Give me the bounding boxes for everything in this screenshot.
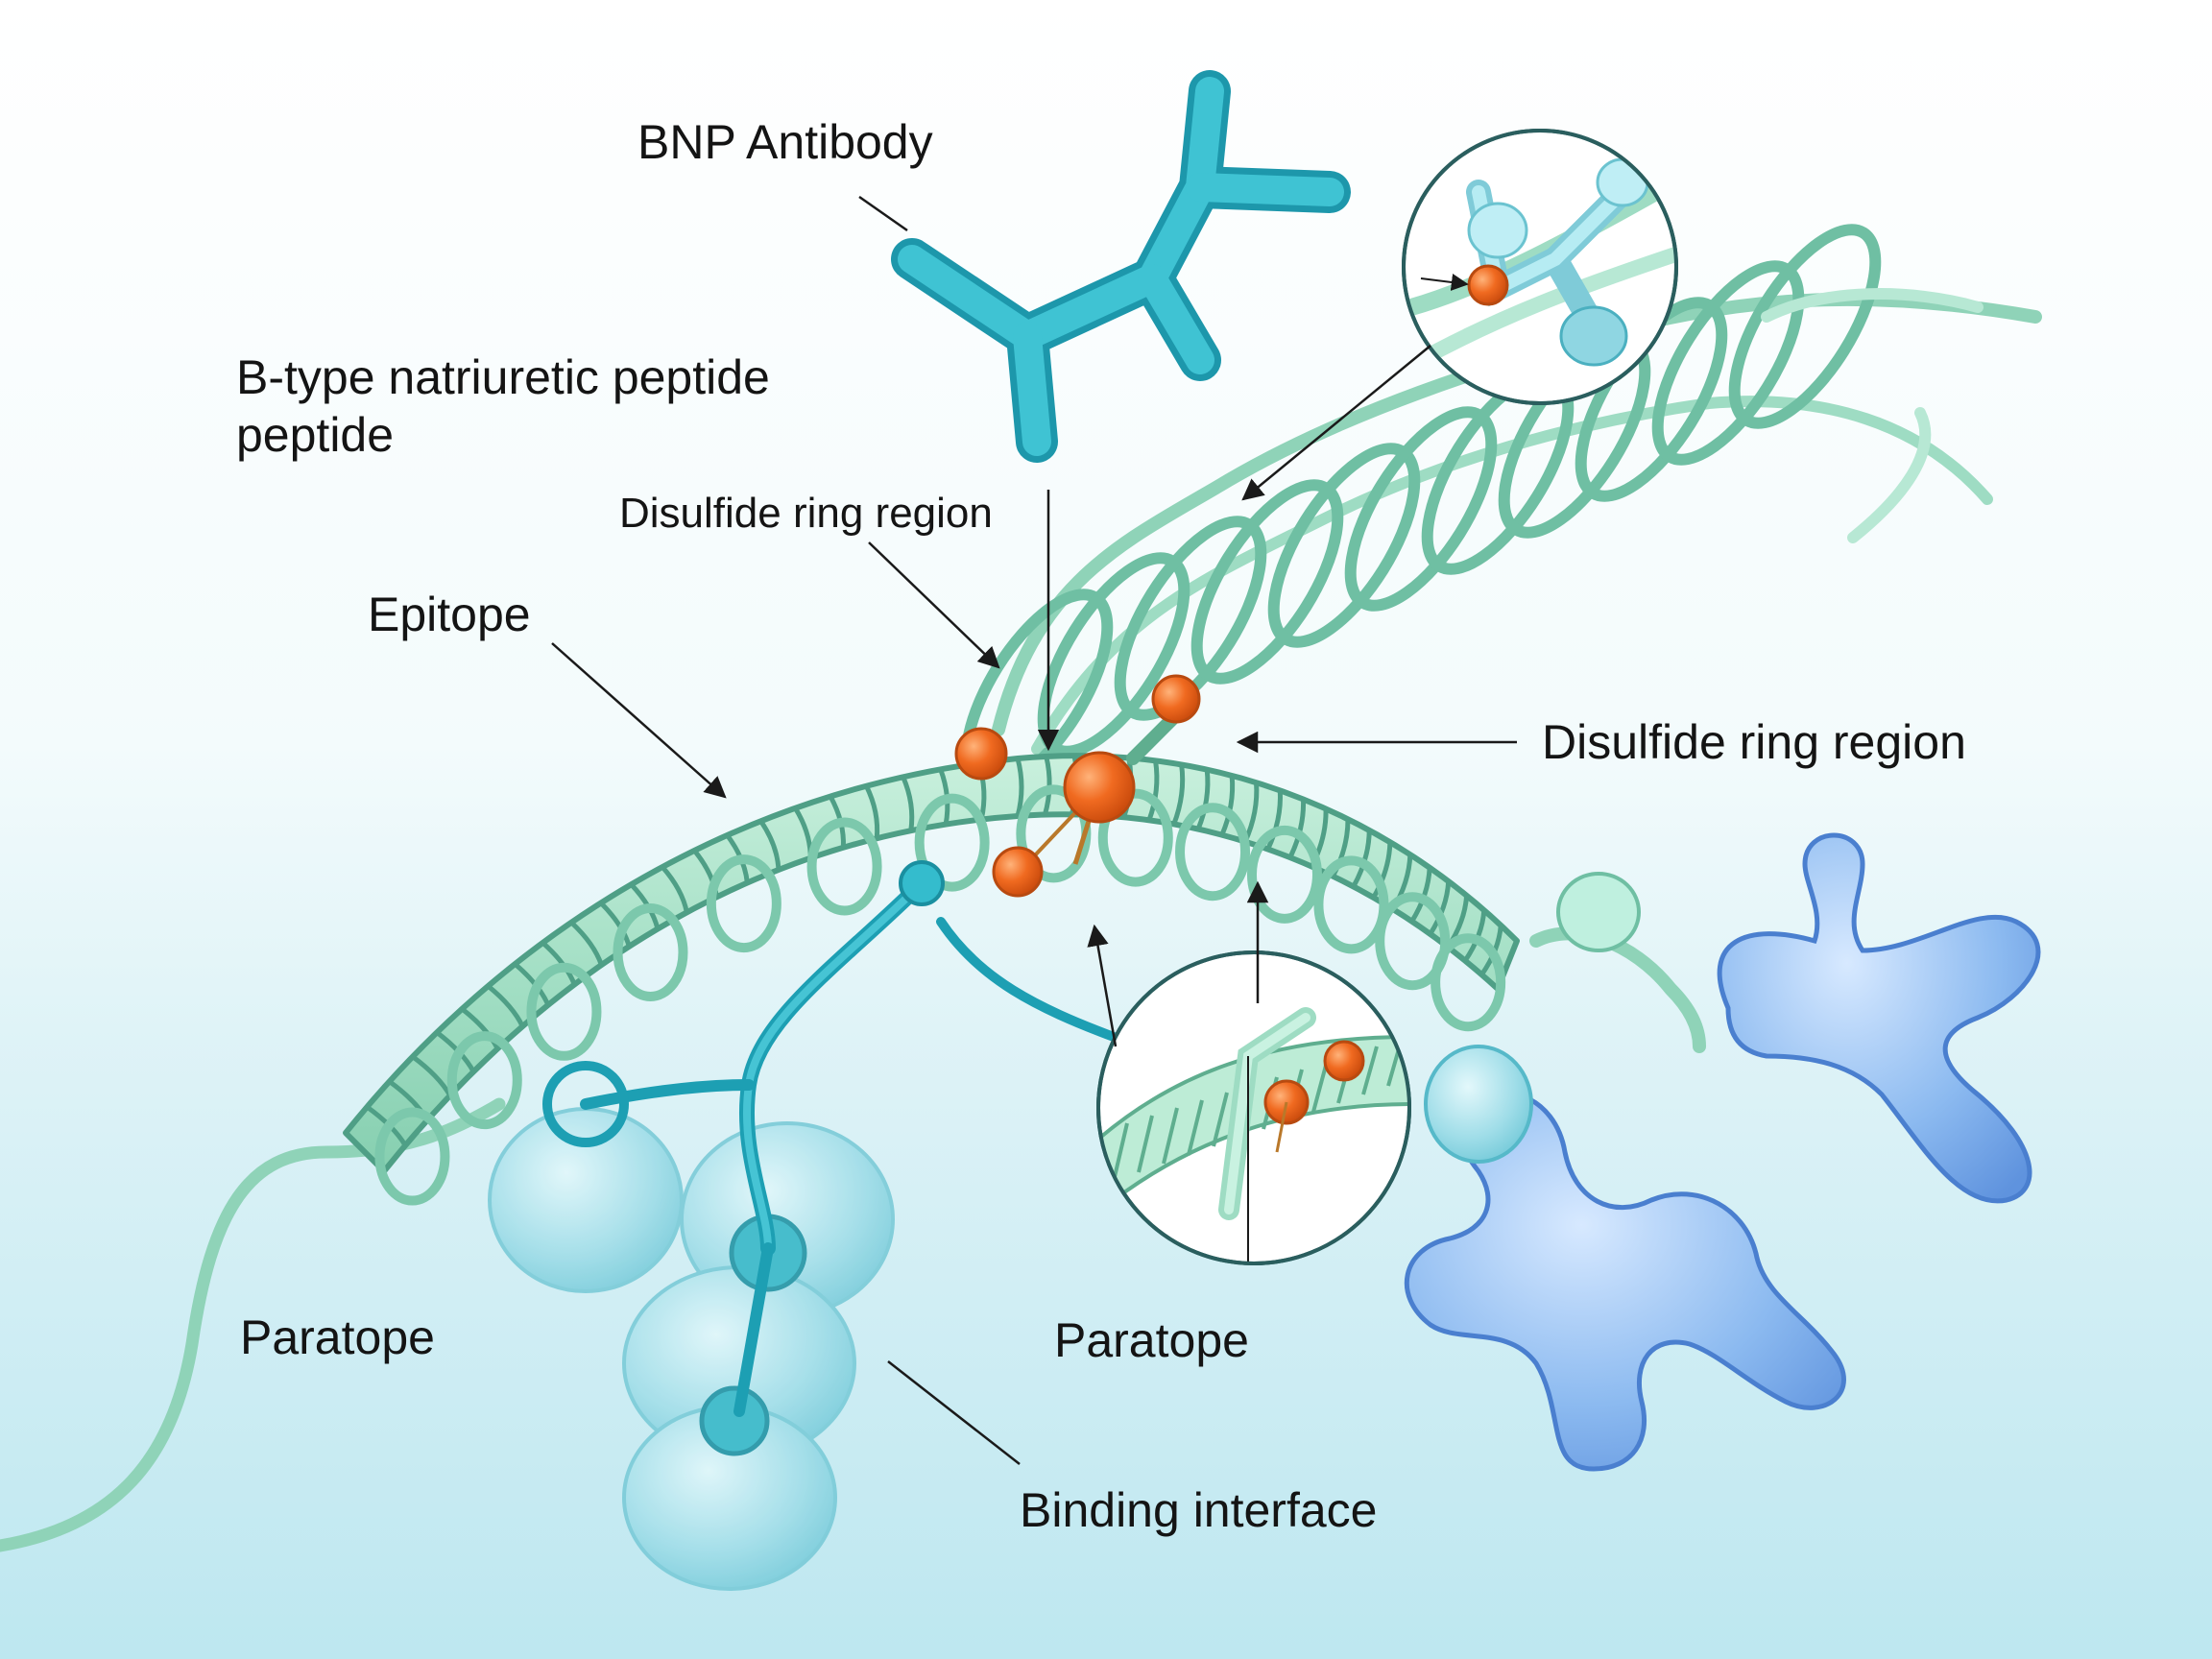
helix-rung	[569, 920, 604, 966]
disulfide-bonds	[954, 674, 1201, 898]
label-disulfide-ring-top: Disulfide ring region	[619, 490, 993, 537]
inset-helix-rung	[1162, 1107, 1179, 1165]
disulfide-sphere	[954, 727, 1008, 781]
helix-rung	[486, 984, 525, 1028]
blue-antibody-lower	[1404, 872, 1846, 1472]
label-peptide-title-line2: peptide	[236, 408, 395, 462]
helix-rung	[1287, 799, 1307, 859]
blue-antibody-upper	[1717, 832, 2041, 1204]
helix-coil-loop	[806, 817, 882, 916]
helix-rung	[599, 901, 632, 948]
zoom-inset-top	[1402, 129, 1678, 405]
helix-rung	[1428, 880, 1452, 936]
helix-rung	[758, 819, 781, 871]
helix-coil-loop	[1431, 933, 1506, 1032]
bnp-antibody-icon	[891, 70, 1351, 463]
inset-helix-rung	[1212, 1092, 1229, 1147]
helix-rung	[1015, 757, 1024, 817]
helix-rung	[661, 865, 689, 913]
helix-coil-loop	[1375, 892, 1451, 991]
helix-coil-loop	[446, 1031, 522, 1130]
helix-rung	[460, 1006, 500, 1050]
helix-coil-loop	[706, 854, 781, 953]
label-disulfide-ring-right: Disulfide ring region	[1542, 715, 1966, 769]
helix-rung	[1351, 830, 1372, 888]
inset-helix-rung	[1187, 1099, 1204, 1156]
disulfide-sphere	[1151, 674, 1201, 724]
inset-helix-rung	[1137, 1115, 1154, 1173]
helix-rung	[411, 1054, 452, 1097]
paratope-blob-cluster	[488, 1107, 895, 1591]
helix-rung	[864, 784, 880, 839]
label-bnp-antibody: BNP Antibody	[637, 115, 933, 169]
zoom-inset-middle	[1096, 950, 1411, 1265]
label-paratope-center: Paratope	[1054, 1313, 1249, 1367]
inset-helix-rung	[1361, 1046, 1379, 1095]
helix-rung	[1371, 842, 1393, 900]
inset-helix-rung	[1112, 1122, 1129, 1182]
disulfide-sphere	[992, 846, 1044, 898]
helix-coil-loop	[1313, 855, 1389, 954]
helix-rung	[901, 776, 915, 831]
label-peptide-title-line1: B-type natriuretic peptide	[236, 350, 770, 404]
leader-arrows	[551, 195, 1517, 1465]
helix-coil-loop	[1097, 788, 1173, 887]
helix-coil-loop	[914, 793, 990, 892]
label-epitope: Epitope	[368, 588, 531, 641]
helix-rung	[1146, 760, 1160, 822]
upper-helix-coil	[1728, 224, 1882, 429]
helix-coil-loop	[1246, 825, 1322, 924]
teal-antibody-chain	[542, 860, 1118, 1417]
helix-coil-loop	[374, 1107, 450, 1206]
helix-rung	[1171, 764, 1186, 826]
helix-coil-loop	[613, 902, 688, 1001]
helix-rung	[1219, 775, 1236, 836]
helix-coil-loop	[526, 962, 602, 1061]
label-binding-interface: Binding interface	[1020, 1483, 1378, 1537]
label-paratope-left: Paratope	[240, 1310, 435, 1364]
helix-rung	[1265, 790, 1283, 851]
helix-coil-loop	[1175, 803, 1251, 902]
inset-helix-rung	[1311, 1061, 1329, 1113]
helix-rung	[1195, 769, 1211, 830]
disulfide-sphere	[1063, 751, 1136, 824]
